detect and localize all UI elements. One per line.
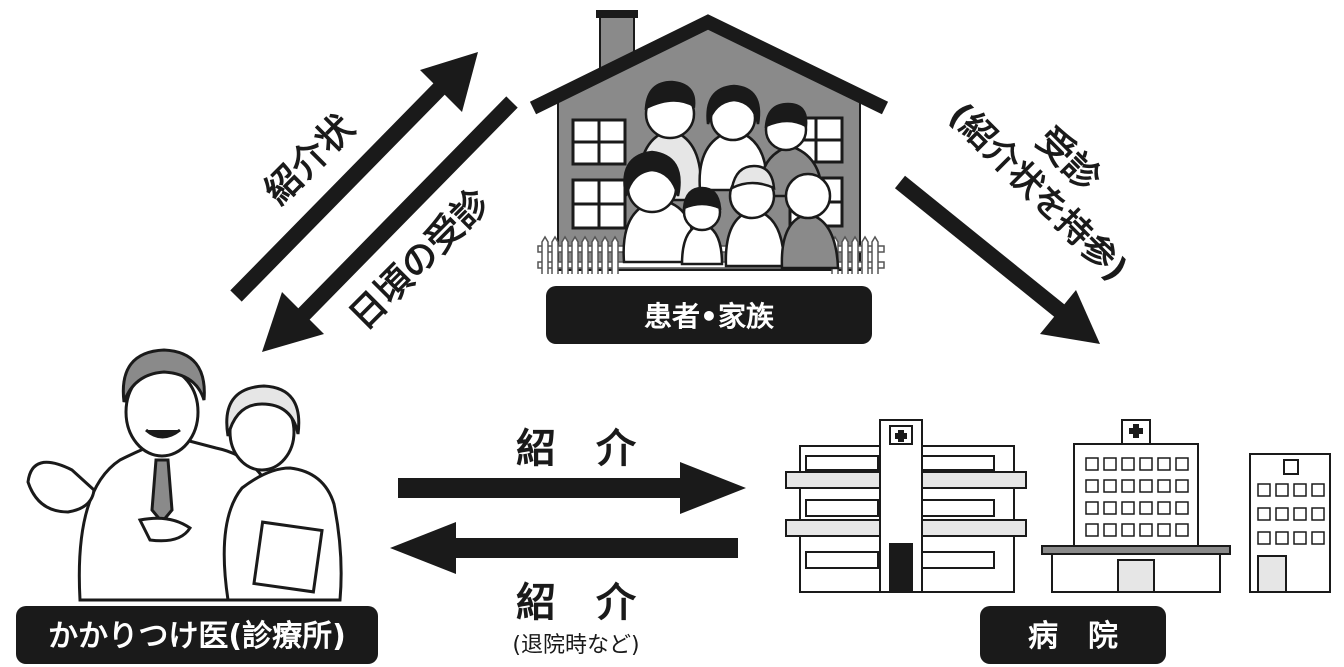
doctor-label-pill: かかりつけ医(診療所) (16, 606, 378, 664)
hospital-building-tall (1041, 419, 1231, 593)
doctor-nurse-illustration (26, 348, 343, 602)
family-members (622, 80, 840, 270)
arrow-label-visit-note: (紹介状を持参) (941, 95, 1136, 290)
arrow-label-introduction-letter: 紹介状 (257, 106, 363, 212)
hospital-label: 病 院 (1028, 619, 1118, 654)
referral-label-bottom: 紹 介 (516, 580, 637, 626)
hospital-building-main (785, 419, 1027, 593)
referral-note: (退院時など) (512, 633, 639, 658)
hospital-building-small (1249, 453, 1331, 593)
house-illustration: 患者•家族 (529, 10, 889, 344)
family-label: 患者•家族 (644, 300, 775, 333)
doctor-label: かかりつけ医(診療所) (48, 619, 346, 654)
referral-label-top: 紹 介 (516, 426, 637, 472)
hospital-buildings-illustration (785, 419, 1331, 593)
arrow-referral-to-hospital: 紹 介 (398, 426, 746, 514)
arrow-referral-to-clinic: 紹 介 (退院時など) (390, 522, 738, 658)
hospital-label-pill: 病 院 (980, 606, 1166, 664)
arrow-visit-hospital-down: 受診 (紹介状を持参) (894, 95, 1136, 344)
family-label-pill: 患者•家族 (546, 286, 872, 344)
